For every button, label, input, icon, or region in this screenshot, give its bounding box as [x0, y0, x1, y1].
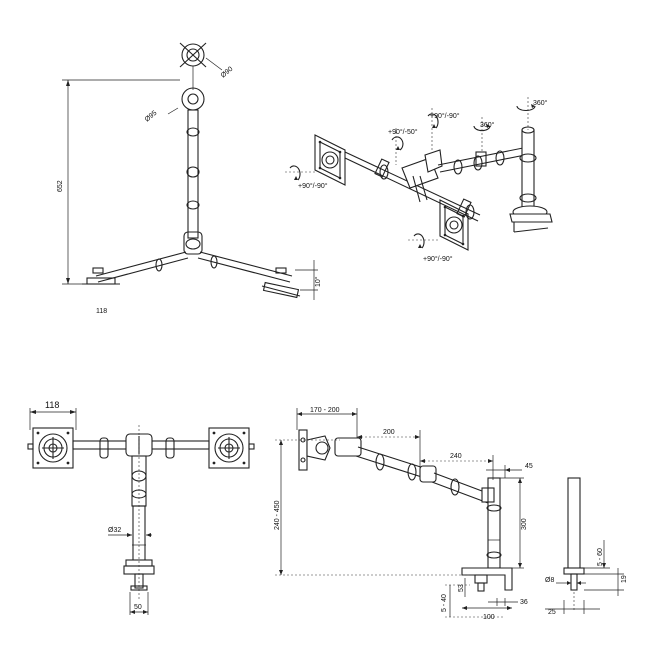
dim-arm-240	[420, 455, 494, 480]
side-bolt-detail	[563, 477, 585, 610]
dim-width-50	[129, 592, 149, 615]
dim-652-label: 652	[57, 180, 64, 192]
side-dim-5-40: 5 - 40	[441, 594, 448, 612]
top-view-left-arm	[82, 251, 189, 285]
dim-bolt-dia-8	[556, 581, 586, 585]
dim-clamp-5-40	[445, 584, 505, 618]
front-left-vesa-plate	[32, 427, 74, 469]
tilt-left-label: +90°/-90°	[298, 182, 328, 190]
side-desk-clamp	[461, 567, 513, 592]
side-dim-5-60: 5 - 60	[597, 548, 604, 566]
iso-pole	[509, 126, 553, 233]
dim-offset-45	[486, 465, 522, 478]
dim-dia-95: Ø95	[144, 110, 159, 124]
dim-clamp-100	[462, 606, 512, 610]
dim-width-118	[29, 408, 77, 430]
side-lower-arm	[419, 465, 495, 504]
rotation-arrow-pole	[516, 97, 536, 130]
dim-height-652	[62, 79, 180, 285]
tilt-arrow-left	[285, 165, 315, 181]
side-dim-dia-8: Ø8	[545, 577, 554, 584]
front-right-vesa-plate	[208, 427, 250, 469]
side-dim-45: 45	[525, 463, 533, 470]
front-dim-50-label: 50	[134, 604, 142, 611]
dim-dia-90: Ø90	[220, 66, 235, 80]
dim-bolt-25	[545, 600, 600, 614]
side-dim-100: 100	[483, 614, 495, 621]
tilt-upper-label: +90°/-50°	[388, 128, 418, 136]
iso-arm	[437, 146, 531, 175]
rot-360-pole: 360°	[533, 99, 548, 107]
side-dim-200: 200	[383, 429, 395, 436]
dim-reach-170-200	[296, 408, 358, 440]
dim-height-240-450	[275, 439, 470, 576]
tilt-arrow-bottom	[408, 233, 440, 249]
side-dim-19: 19	[621, 575, 628, 583]
top-view-pole	[183, 109, 203, 255]
side-dim-240: 240	[450, 453, 462, 460]
dim-clamp-36	[488, 598, 518, 606]
iso-view: 360° 360° +90°/-90° +90°/-50° +90°/-90°	[285, 97, 553, 263]
front-dim-32-label: Ø32	[108, 527, 121, 534]
dim-10-label: 10°	[314, 276, 322, 287]
tilt-top-label: +90°/-90°	[430, 112, 460, 120]
side-upper-arm	[334, 437, 431, 481]
top-view-clamp-ring	[179, 42, 223, 71]
dim-bolt-19	[584, 568, 624, 596]
top-view-right-arm	[197, 251, 301, 299]
side-vesa-plate	[298, 429, 331, 471]
tilt-arrow-upper	[391, 128, 404, 165]
iso-central-hub	[401, 149, 443, 203]
dim-angle-10	[295, 260, 318, 300]
rotation-arrow-mid	[473, 117, 491, 152]
tilt-bottom-label: +90°/-90°	[423, 255, 453, 263]
side-dim-240-450: 240 - 450	[274, 500, 281, 530]
front-pole	[123, 425, 155, 600]
tilt-arrow-top	[427, 108, 439, 150]
dim-dia-32	[108, 533, 152, 537]
iso-left-vesa-plate	[314, 134, 346, 186]
side-dim-170-200: 170 - 200	[310, 407, 340, 414]
dim-bolt-5-60	[584, 540, 610, 569]
top-view-pivot-ring	[167, 87, 205, 115]
side-dim-300: 300	[521, 518, 528, 530]
side-view: 170 - 200 200 240 45	[274, 407, 628, 621]
side-dim-36: 36	[520, 599, 528, 606]
front-view: 118	[27, 400, 255, 615]
dim-arm-200	[357, 430, 421, 470]
dim-pole-300	[500, 477, 524, 569]
side-dim-25: 25	[548, 609, 556, 616]
dim-118-label: 118	[96, 308, 107, 315]
rot-360-mid: 360°	[480, 121, 495, 129]
side-dim-53: 53	[458, 584, 465, 592]
top-view: Ø90 Ø95	[57, 42, 322, 315]
front-dim-118-label: 118	[45, 400, 59, 410]
